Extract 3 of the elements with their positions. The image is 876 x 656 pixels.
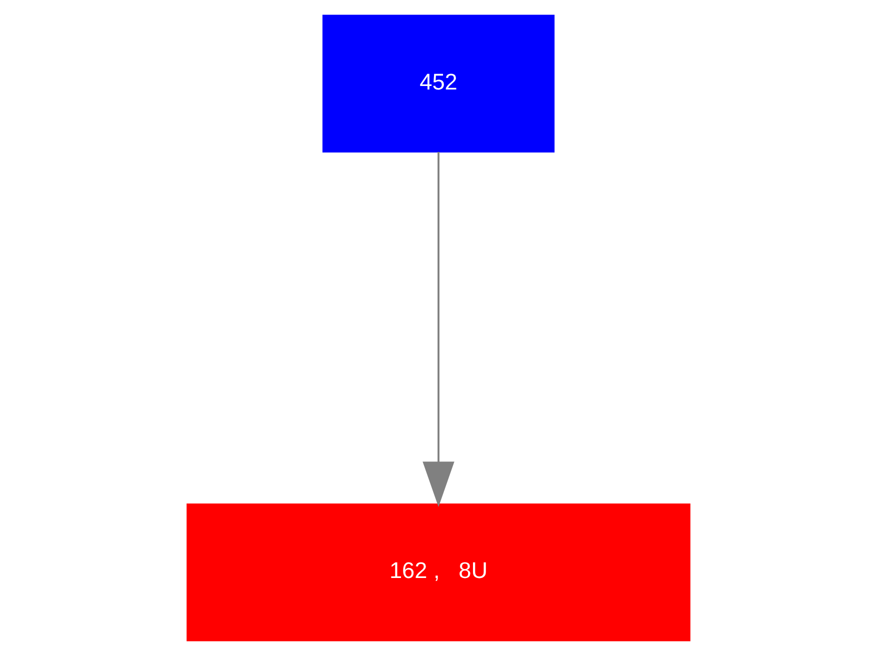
node-box: 162 , 8U <box>186 503 690 642</box>
arrow <box>422 152 454 507</box>
node-box: 452 <box>322 14 554 153</box>
